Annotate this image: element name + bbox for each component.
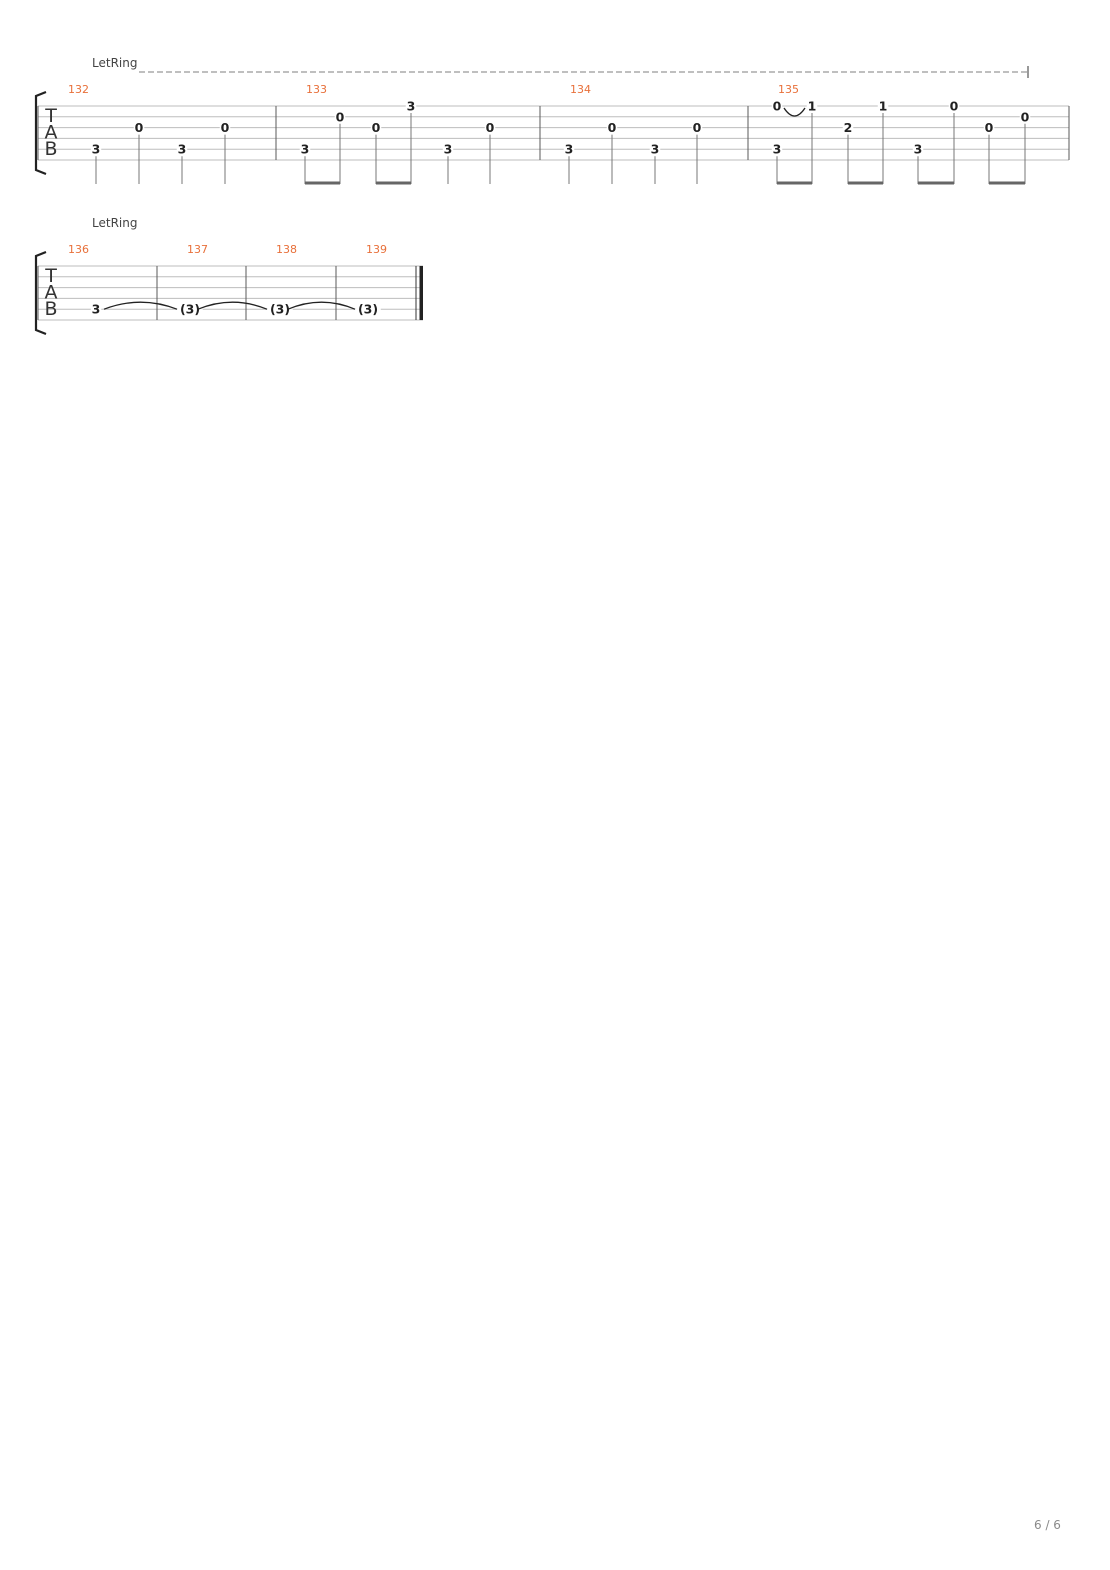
measure-number: 138 [276,243,297,256]
beam [989,181,1025,185]
fret-number: 0 [336,109,345,124]
fret-number: (3) [270,302,290,317]
note-background [649,143,661,156]
fret-number: 0 [1021,109,1030,124]
slur [783,107,806,117]
measure-number: 137 [187,243,208,256]
fret-number: 0 [773,99,782,114]
note-background [177,303,203,316]
measure-number: 133 [306,83,327,96]
note-background [771,100,783,112]
note-background [133,121,145,134]
fret-number: 3 [407,99,416,114]
beam [848,181,883,185]
fret-number: 3 [444,142,453,157]
note-background [442,143,454,156]
note-background [606,121,618,134]
tab-clef-letter: B [44,138,57,160]
tab-clef-letter: A [45,122,58,144]
fret-number: 3 [92,302,101,317]
note-background [370,121,382,134]
fret-number: 0 [221,120,230,135]
note-background [806,100,818,112]
note-background [176,143,188,156]
note-background [691,121,703,134]
note-background [771,143,783,156]
fret-number: 3 [565,142,574,157]
tab-clef-letter: T [44,105,57,127]
note-background [299,143,311,156]
note-background [563,143,575,156]
fret-number: 3 [651,142,660,157]
note-background [90,143,102,156]
fret-number: 1 [879,99,888,114]
note-background [842,121,854,134]
fret-number: 3 [914,142,923,157]
fret-number: 0 [135,120,144,135]
note-background [983,121,995,134]
system-bracket [34,90,47,176]
note-background [219,121,231,134]
note-background [405,100,417,112]
tie [287,301,356,310]
measure-number: 136 [68,243,89,256]
measure-number: 139 [366,243,387,256]
tab-clef-letter: A [45,282,58,304]
fret-number: 0 [985,120,994,135]
let-ring-label: LetRing [92,216,137,230]
final-barline [419,266,423,320]
fret-number: 0 [608,120,617,135]
fret-number: 0 [372,120,381,135]
fret-number: 0 [950,99,959,114]
note-background [877,100,889,112]
fret-number: 0 [486,120,495,135]
page-number: 6 / 6 [1034,1518,1061,1532]
let-ring-label: LetRing [92,56,137,70]
tie [103,301,178,310]
measure-number: 135 [778,83,799,96]
note-background [267,303,293,316]
fret-number: 3 [773,142,782,157]
note-background [912,143,924,156]
fret-number: 3 [301,142,310,157]
beam [376,181,411,185]
tab-clef-letter: B [44,298,57,320]
fret-number: 1 [808,99,817,114]
fret-number: 2 [844,120,853,135]
system-bracket [34,250,47,336]
tie [197,301,268,310]
note-background [355,303,381,316]
note-background [1019,110,1031,123]
beam [305,181,340,185]
fret-number: (3) [180,302,200,317]
measure-number: 134 [570,83,591,96]
fret-number: (3) [358,302,378,317]
beam [777,181,812,185]
fret-number: 3 [178,142,187,157]
measure-number: 132 [68,83,89,96]
note-background [948,100,960,112]
note-background [334,110,346,123]
beam [918,181,954,185]
fret-number: 3 [92,142,101,157]
tab-clef-letter: T [44,265,57,287]
note-background [90,303,102,316]
note-background [484,121,496,134]
fret-number: 0 [693,120,702,135]
